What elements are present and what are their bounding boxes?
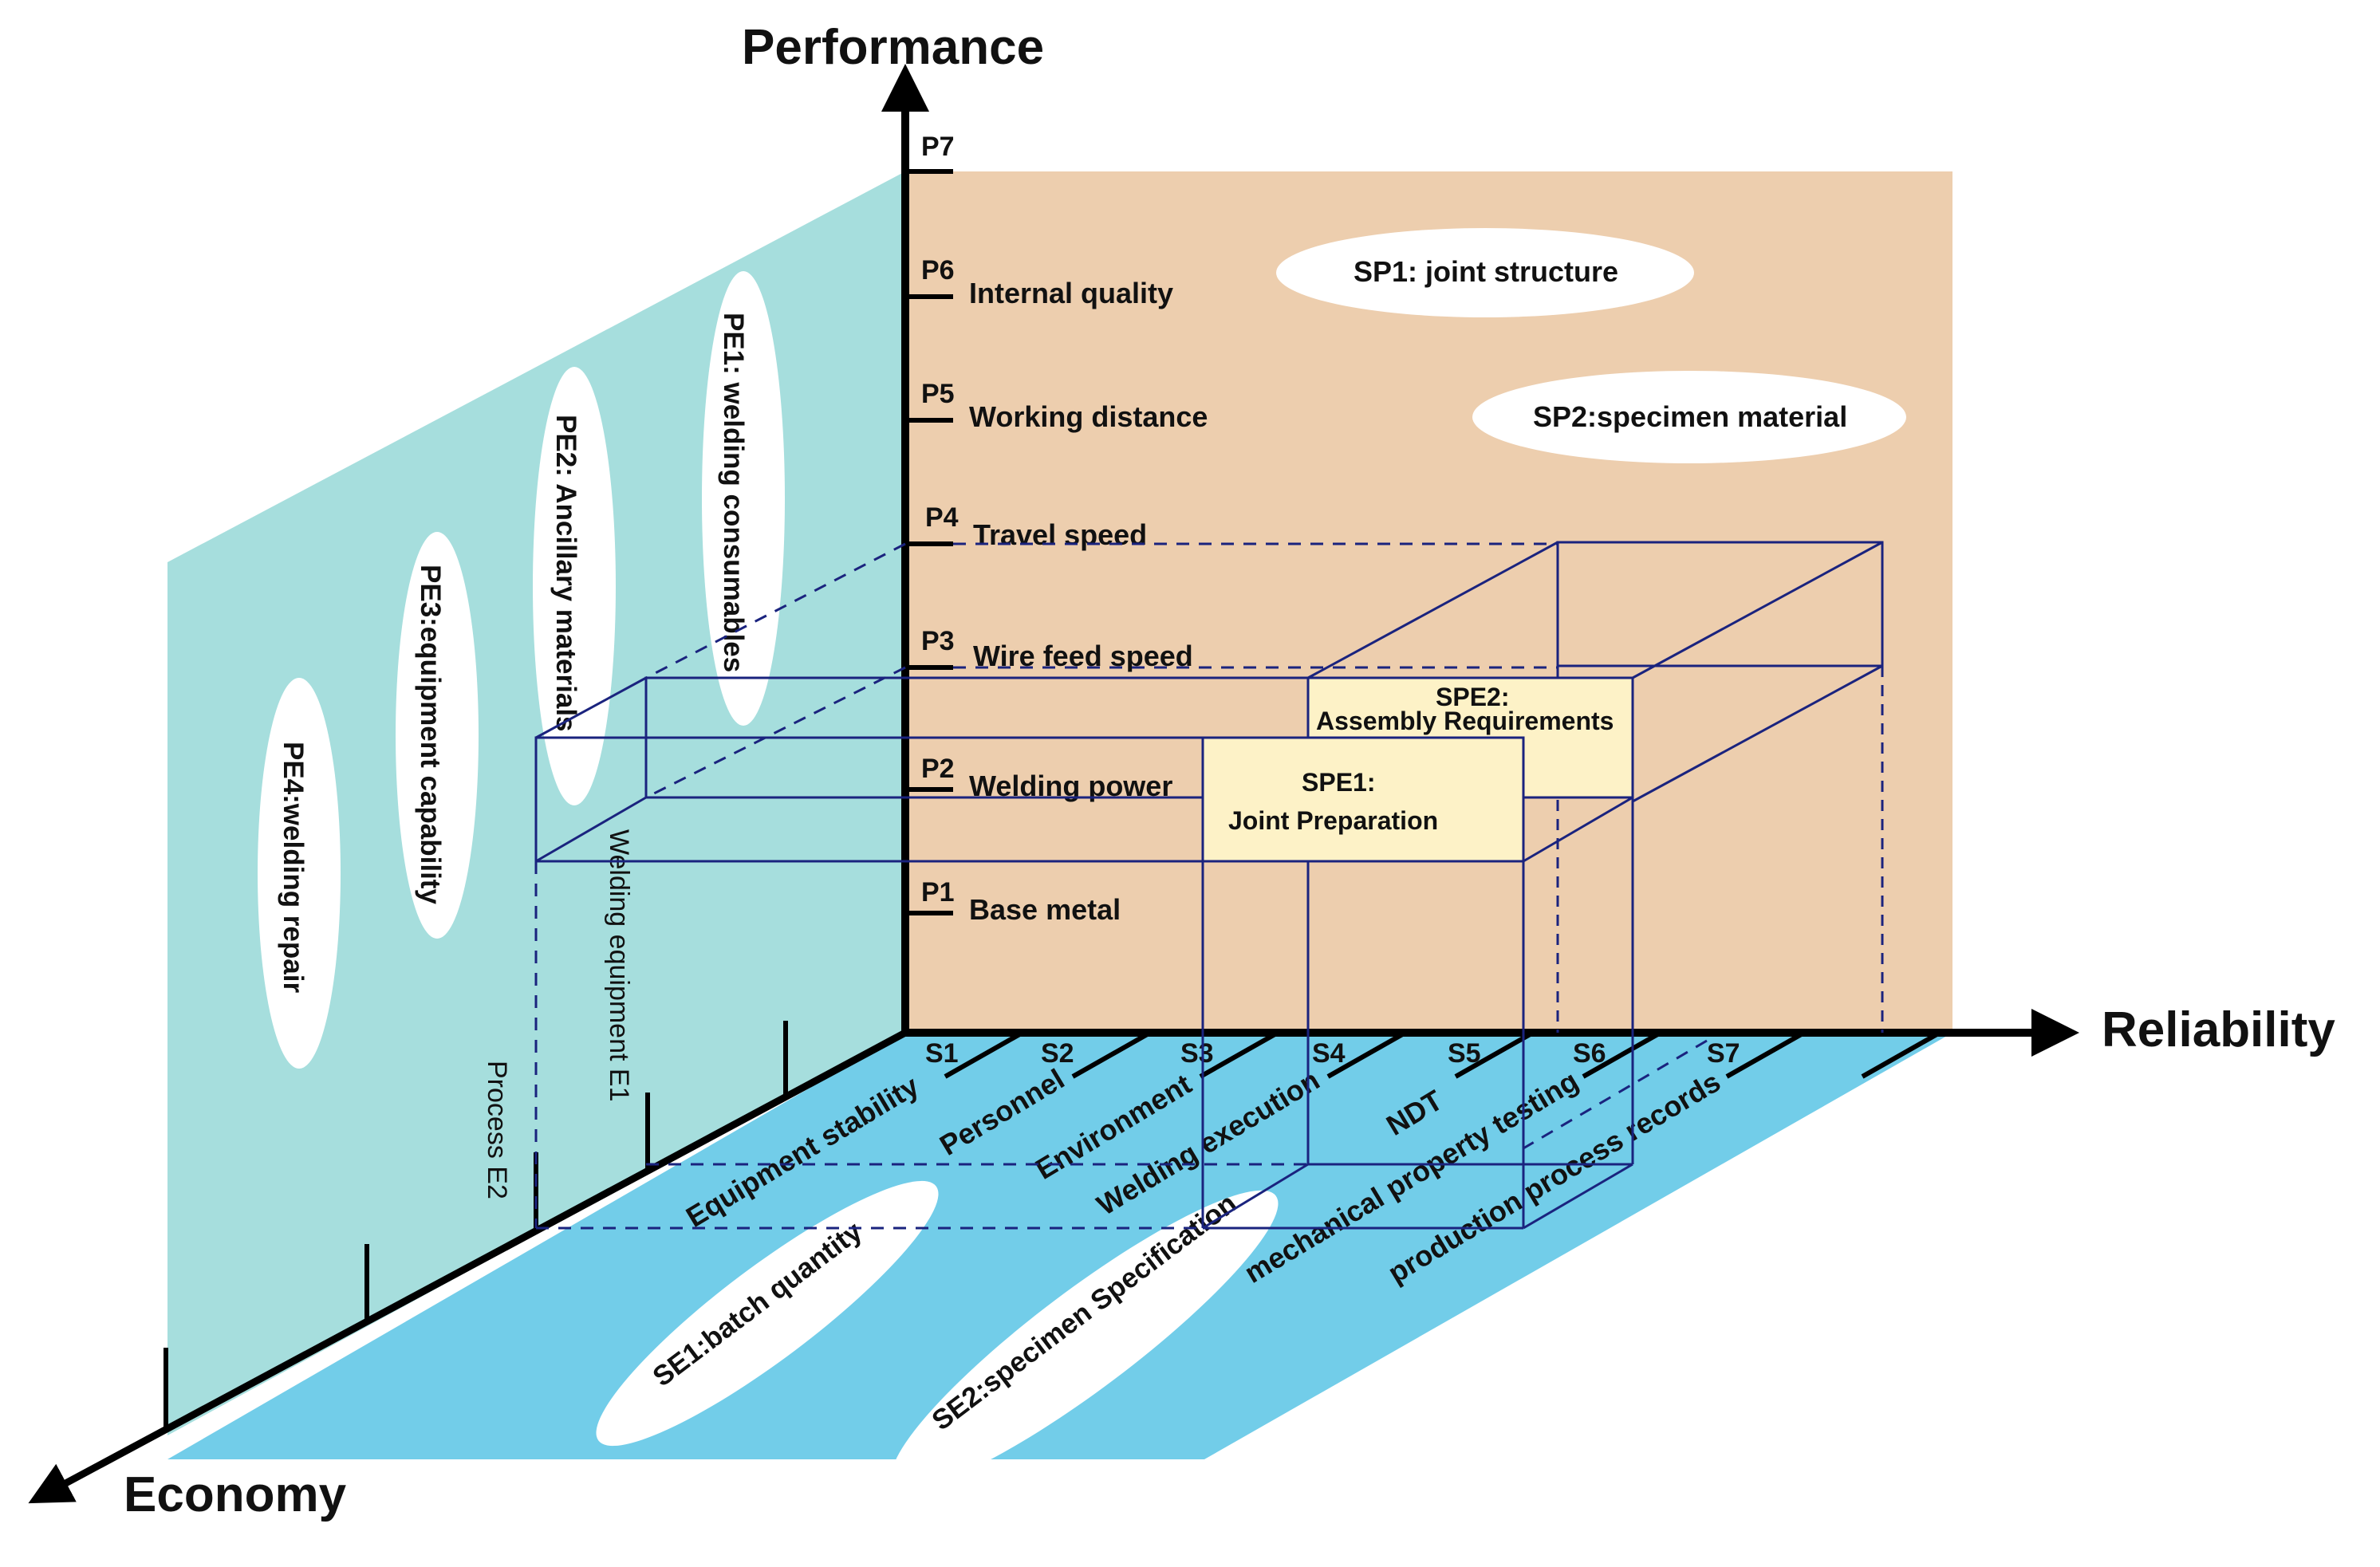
reliability-axis-title: Reliability — [2102, 1002, 2335, 1057]
pe2-oval — [533, 367, 616, 805]
spe1-box — [1201, 736, 1525, 863]
sp2-label: SP2:specimen material — [1533, 400, 1847, 433]
pe2-label: PE2: Ancillary materials — [550, 415, 581, 732]
p6-label: Internal quality — [969, 277, 1173, 309]
reliability-economy-plane — [167, 1033, 1952, 1459]
economy-ticks — [164, 1021, 788, 1431]
spe1-line1: SPE1: — [1302, 768, 1375, 797]
p4-id: P4 — [925, 502, 959, 533]
pe1-oval — [702, 271, 785, 726]
sp1-label: SP1: joint structure — [1354, 255, 1618, 288]
s2-id: S2 — [1041, 1038, 1074, 1069]
performance-ticks — [905, 169, 953, 915]
spe1-line2: Joint Preparation — [1228, 806, 1438, 835]
se2-oval — [891, 1190, 1279, 1490]
sp2-oval — [1472, 371, 1906, 463]
s4-id: S4 — [1312, 1038, 1346, 1069]
e2-label: Process E2 — [482, 1061, 512, 1199]
p7-id: P7 — [921, 132, 955, 162]
p3-id: P3 — [921, 626, 955, 656]
dashed-guides — [534, 542, 1708, 1230]
p6-id: P6 — [921, 255, 955, 285]
pe3-label: PE3:equipment capability — [415, 565, 446, 904]
p4-label: Travel speed — [973, 518, 1147, 551]
spe2-line1: SPE2: — [1436, 683, 1509, 711]
pe3-oval — [396, 532, 479, 939]
s6-id: S6 — [1573, 1038, 1606, 1069]
e1-label: Welding equipment E1 — [604, 829, 634, 1101]
p2-id: P2 — [921, 754, 955, 784]
performance-axis-title: Performance — [742, 20, 1044, 75]
s7-id: S7 — [1707, 1038, 1740, 1069]
s3-id: S3 — [1180, 1038, 1214, 1069]
pe4-oval — [258, 678, 341, 1069]
economy-axis — [28, 1030, 908, 1504]
s1-id: S1 — [925, 1038, 959, 1069]
p5-id: P5 — [921, 379, 955, 409]
se1-oval — [596, 1180, 939, 1447]
s5-id: S5 — [1448, 1038, 1481, 1069]
spe2-line2: Assembly Requirements — [1316, 707, 1614, 735]
sp1-oval — [1276, 228, 1694, 317]
p1-id: P1 — [921, 877, 955, 908]
pe4-label: PE4:welding repair — [278, 742, 309, 993]
economy-axis-title: Economy — [124, 1467, 347, 1522]
p5-label: Working distance — [969, 400, 1208, 433]
p1-label: Base metal — [969, 893, 1121, 926]
pe1-label: PE1: welding consumables — [718, 313, 749, 672]
reliability-ticks — [944, 1030, 1941, 1079]
